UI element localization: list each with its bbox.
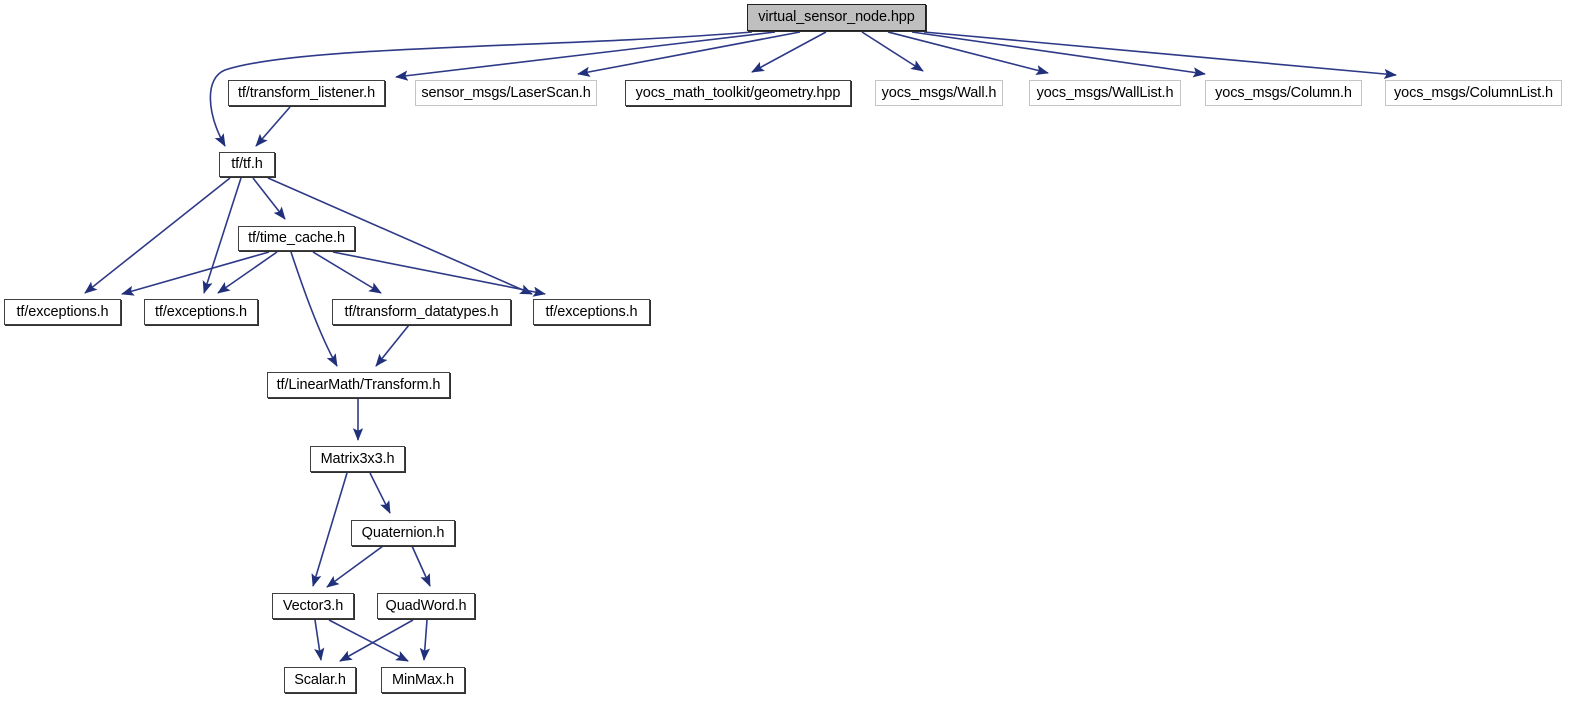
graph-node-root[interactable]: virtual_sensor_node.hpp [747, 4, 926, 31]
graph-node-label: tf/tf.h [231, 156, 263, 173]
graph-node-label: yocs_msgs/ColumnList.h [1394, 84, 1553, 101]
edge-tftf-to-exc3 [267, 177, 533, 295]
graph-node-tftf[interactable]: tf/tf.h [219, 152, 275, 177]
graph-node-matrix[interactable]: Matrix3x3.h [310, 446, 405, 472]
edge-datatypes-to-transform [375, 324, 410, 367]
edge-timecache-to-datatypes [312, 251, 382, 294]
edge-tftf-to-exc1 [84, 177, 231, 294]
graph-node-quaternion[interactable]: Quaternion.h [351, 520, 455, 546]
edge-quaternion-to-quadword [411, 545, 431, 587]
edge-timecache-to-exc3 [332, 251, 546, 297]
graph-node-label: tf/LinearMath/Transform.h [276, 376, 441, 393]
edge-timecache-to-transform [290, 251, 338, 367]
graph-node-columnlist[interactable]: yocs_msgs/ColumnList.h [1385, 80, 1562, 106]
graph-node-datatypes[interactable]: tf/transform_datatypes.h [332, 299, 511, 325]
graph-node-exc3[interactable]: tf/exceptions.h [533, 299, 650, 325]
graph-node-label: yocs_math_toolkit/geometry.hpp [635, 84, 841, 101]
graph-node-label: tf/exceptions.h [155, 303, 247, 320]
graph-node-column[interactable]: yocs_msgs/Column.h [1205, 80, 1362, 106]
edge-root-to-walllist [887, 31, 1049, 76]
graph-node-geometry[interactable]: yocs_math_toolkit/geometry.hpp [625, 80, 851, 106]
edge-quaternion-to-vector3 [326, 545, 384, 588]
edge-vector3-to-scalar [314, 619, 325, 661]
edge-quadword-to-scalar [339, 619, 414, 662]
edge-root-to-tftf [209, 31, 753, 147]
graph-node-label: QuadWord.h [385, 597, 467, 614]
edge-root-to-column [911, 31, 1206, 78]
graph-node-vector3[interactable]: Vector3.h [272, 593, 354, 619]
edge-tftf-to-exc2 [202, 177, 242, 294]
edge-root-to-geometry [751, 31, 827, 73]
graph-node-exc2[interactable]: tf/exceptions.h [144, 299, 258, 325]
edge-root-to-tlistener [395, 31, 776, 81]
graph-node-tlistener[interactable]: tf/transform_listener.h [228, 80, 385, 106]
edge-tlistener-to-tftf [255, 106, 291, 147]
edge-root-to-columnlist [923, 31, 1397, 80]
graph-node-label: Matrix3x3.h [320, 450, 395, 467]
graph-node-walllist[interactable]: yocs_msgs/WallList.h [1029, 80, 1181, 106]
graph-node-minmax[interactable]: MinMax.h [381, 667, 465, 693]
graph-node-label: virtual_sensor_node.hpp [758, 9, 915, 26]
edge-timecache-to-exc2 [217, 251, 278, 294]
graph-node-transform[interactable]: tf/LinearMath/Transform.h [267, 372, 450, 398]
edge-matrix-to-quaternion [369, 472, 391, 514]
graph-node-label: MinMax.h [391, 671, 455, 688]
edge-root-to-laserscan [577, 31, 801, 77]
graph-node-timecache[interactable]: tf/time_cache.h [238, 226, 355, 251]
graph-node-label: tf/transform_listener.h [237, 84, 376, 101]
graph-node-quadword[interactable]: QuadWord.h [377, 593, 475, 619]
graph-node-label: Vector3.h [282, 597, 344, 614]
graph-node-label: tf/time_cache.h [248, 230, 345, 247]
graph-node-label: Quaternion.h [361, 524, 445, 541]
edge-vector3-to-minmax [328, 619, 409, 662]
graph-node-label: tf/exceptions.h [16, 303, 109, 320]
edge-timecache-to-exc1 [121, 251, 270, 296]
graph-node-laserscan[interactable]: sensor_msgs/LaserScan.h [415, 80, 597, 106]
graph-node-label: yocs_msgs/Wall.h [881, 84, 997, 101]
graph-node-scalar[interactable]: Scalar.h [284, 667, 356, 693]
edge-tftf-to-timecache [252, 177, 286, 220]
edge-quadword-to-minmax [419, 619, 430, 661]
graph-node-wall[interactable]: yocs_msgs/Wall.h [875, 80, 1003, 106]
graph-node-label: tf/exceptions.h [545, 303, 638, 320]
edge-matrix-to-vector3 [311, 472, 348, 587]
graph-node-label: Scalar.h [294, 671, 346, 688]
graph-node-label: sensor_msgs/LaserScan.h [421, 84, 591, 101]
edge-root-to-wall [861, 31, 924, 72]
graph-node-label: tf/transform_datatypes.h [344, 303, 499, 320]
graph-node-label: yocs_msgs/WallList.h [1036, 84, 1174, 101]
graph-node-exc1[interactable]: tf/exceptions.h [4, 299, 121, 325]
graph-node-label: yocs_msgs/Column.h [1215, 84, 1352, 101]
